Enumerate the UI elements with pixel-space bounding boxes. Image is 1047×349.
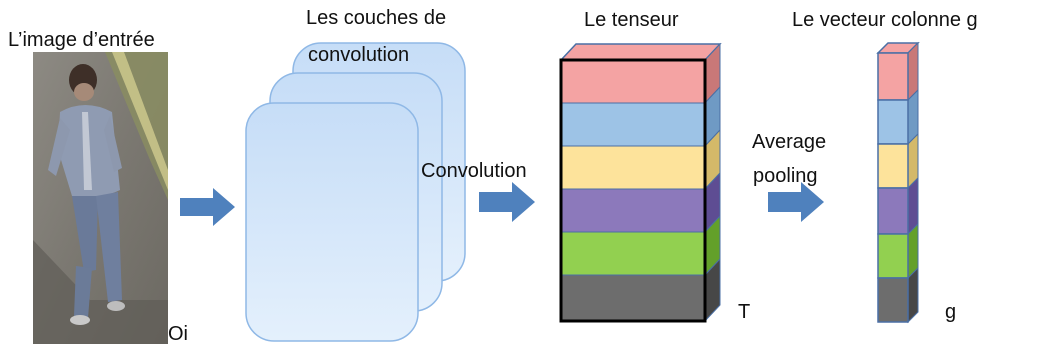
convolution-step-label: Convolution [421,160,527,182]
vector-band-1 [877,52,909,101]
column-vector-label: Le vecteur colonne g [792,9,978,31]
vector-symbol: g [945,301,957,323]
tensor-side-faces [704,42,721,323]
average-pooling-label-line1: Average [752,131,827,153]
tensor-band-3 [560,145,706,190]
tensor-band-1 [560,59,706,104]
tensor-band-5 [560,231,706,276]
tensor-band-2 [560,102,706,147]
input-image-symbol: Oi [168,323,188,345]
arrow-to-vector [768,182,824,222]
vector-band-4 [877,187,909,235]
vector-band-5 [877,233,909,279]
vector-bands [877,52,909,323]
conv-card-front [245,102,419,342]
arrow-to-tensor [479,182,535,222]
tensor-band-4 [560,188,706,233]
input-image [33,52,168,344]
tensor-block [559,42,722,323]
vector-band-2 [877,99,909,145]
vector-band-6 [877,277,909,323]
vector-band-3 [877,143,909,189]
tensor-band-6 [560,274,706,322]
tensor-outline [559,58,707,323]
average-pooling-label-line2: pooling [753,165,818,187]
conv-layer-stack [245,42,466,342]
tensor-bands [560,59,706,322]
tensor-label: Le tenseur [584,9,679,31]
conv-layers-label-line1: Les couches de [306,7,447,29]
column-vector [876,41,920,324]
vector-side-faces [907,41,919,324]
tensor-symbol: T [738,301,751,323]
tensor-top-face [559,43,722,61]
arrow-to-conv [180,188,235,226]
conv-layers-label-line2: convolution [308,44,410,66]
input-image-label: L’image d’entrée [8,29,155,51]
